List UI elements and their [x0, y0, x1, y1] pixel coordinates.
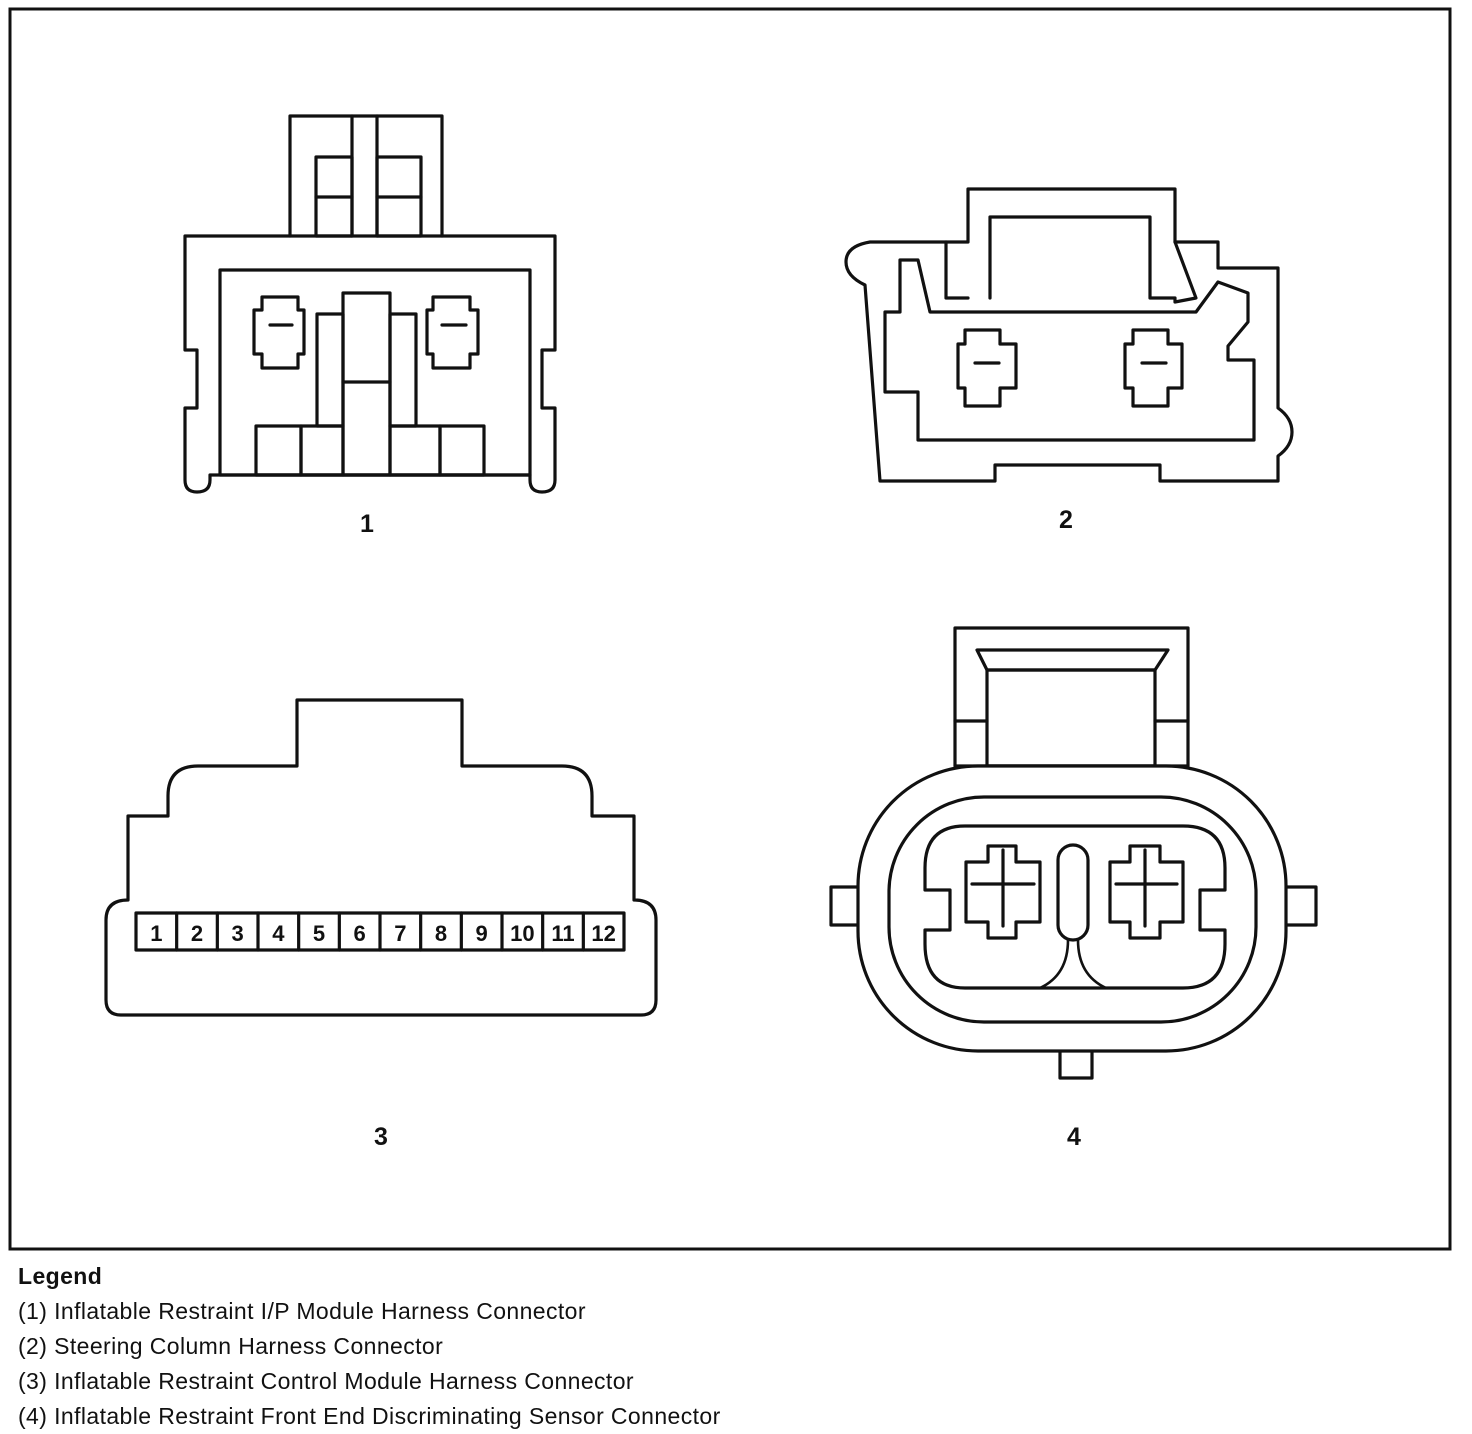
pin-label-5: 5	[313, 921, 325, 946]
diagram-frame	[8, 7, 1452, 1251]
legend-title: Legend	[18, 1263, 103, 1289]
legend: Legend (1) Inflatable Restraint I/P Modu…	[18, 1259, 721, 1434]
pin-label-1: 1	[150, 921, 162, 946]
pin-label-7: 7	[394, 921, 406, 946]
pin-label-9: 9	[476, 921, 488, 946]
pin-label-8: 8	[435, 921, 447, 946]
legend-item-3: (3) Inflatable Restraint Control Module …	[18, 1368, 634, 1394]
connector-1-label: 1	[360, 510, 374, 538]
legend-item-4: (4) Inflatable Restraint Front End Discr…	[18, 1403, 721, 1429]
connector-1-drawing: 1	[183, 114, 557, 538]
pin-label-2: 2	[191, 921, 203, 946]
connector-4-drawing: 4	[829, 626, 1318, 1151]
legend-item-2: (2) Steering Column Harness Connector	[18, 1333, 444, 1359]
pin-label-3: 3	[232, 921, 244, 946]
connector-2-drawing: 2	[844, 187, 1294, 534]
legend-item-1: (1) Inflatable Restraint I/P Module Harn…	[18, 1298, 586, 1324]
pin-label-6: 6	[354, 921, 366, 946]
connector-4-label: 4	[1067, 1123, 1081, 1151]
connector-3-label: 3	[374, 1123, 388, 1151]
connector-2-label: 2	[1059, 506, 1073, 534]
pin-label-12: 12	[591, 921, 615, 946]
pin-label-4: 4	[272, 921, 285, 946]
pin-label-11: 11	[551, 921, 574, 946]
pin-label-10: 10	[510, 921, 534, 946]
